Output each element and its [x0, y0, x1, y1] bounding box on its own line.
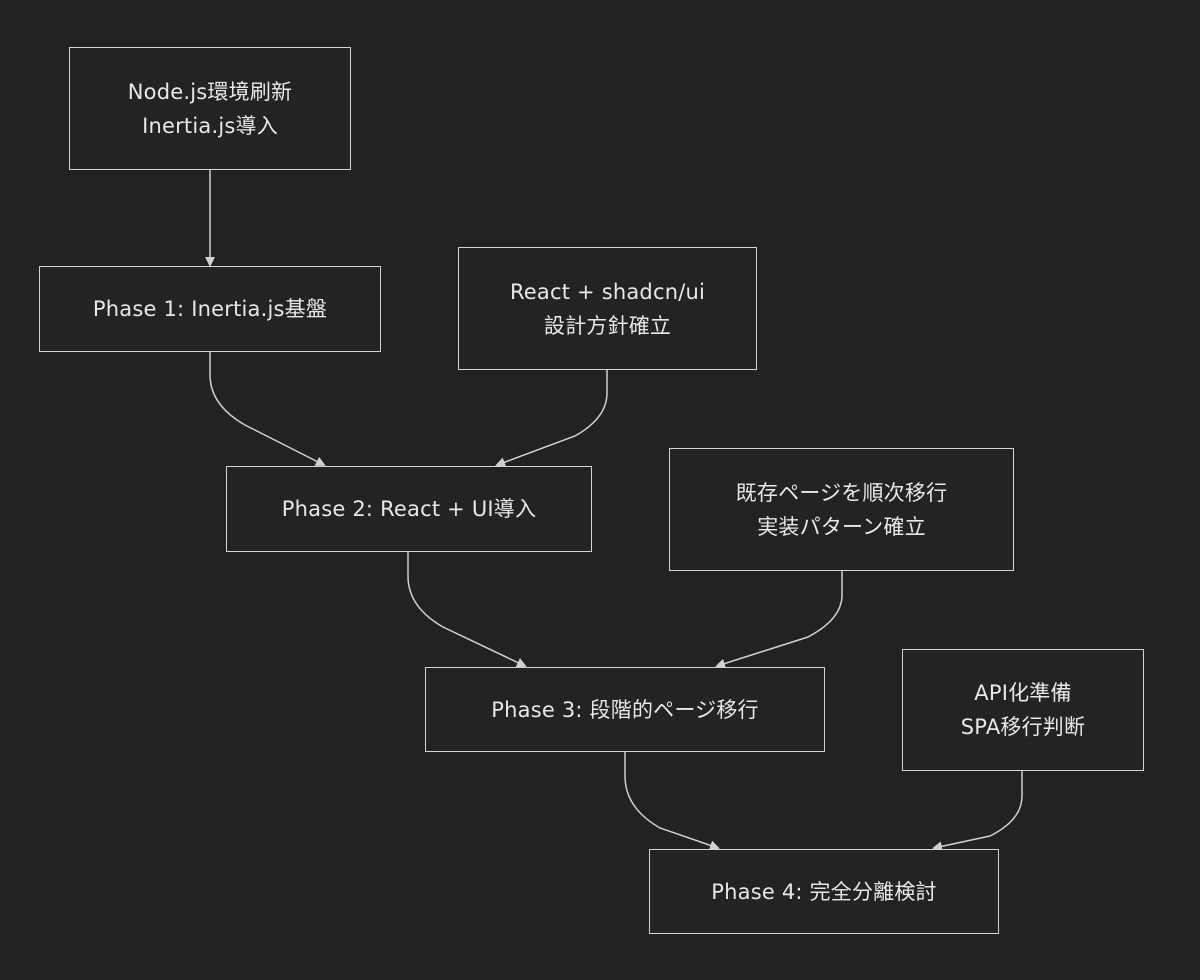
node-api-prep-line1: API化準備 [974, 681, 1072, 705]
node-phase3: Phase 3: 段階的ページ移行 [425, 667, 825, 752]
node-phase3-label: Phase 3: 段階的ページ移行 [491, 697, 759, 722]
node-api-prep-line2: SPA移行判断 [960, 715, 1086, 739]
node-api-prep: API化準備 SPA移行判断 [902, 649, 1144, 771]
edge-migration-to-phase3 [715, 571, 843, 669]
node-design-policy-line1: React + shadcn/ui [509, 279, 706, 304]
edge-phase1-to-phase2 [209, 352, 326, 466]
node-design-policy: React + shadcn/ui 設計方針確立 [458, 247, 757, 370]
node-phase2: Phase 2: React + UI導入 [226, 466, 592, 552]
edge-api-to-phase4 [932, 771, 1023, 852]
node-design-policy-line2: 設計方針確立 [543, 313, 672, 338]
node-phase2-label: Phase 2: React + UI導入 [281, 497, 537, 521]
node-prep-env-line2: Inertia.js導入 [142, 113, 278, 138]
node-prep-env-line1: Node.js環境刷新 [127, 79, 293, 104]
node-migration-impl-line1: 既存ページを順次移行 [735, 480, 948, 505]
node-migration-impl-line2: 実装パターン確立 [757, 514, 926, 539]
edge-phase2-to-phase3 [407, 552, 527, 668]
node-phase1-label: Phase 1: Inertia.js基盤 [92, 297, 328, 321]
node-prep-env: Node.js環境刷新 Inertia.js導入 [69, 47, 351, 170]
edge-phase3-to-phase4 [624, 752, 720, 851]
node-migration-impl: 既存ページを順次移行 実装パターン確立 [669, 448, 1014, 571]
node-phase1: Phase 1: Inertia.js基盤 [39, 266, 381, 352]
node-phase4: Phase 4: 完全分離検討 [649, 849, 999, 934]
node-phase4-label: Phase 4: 完全分離検討 [711, 879, 937, 904]
edge-design-to-phase2 [495, 370, 608, 467]
